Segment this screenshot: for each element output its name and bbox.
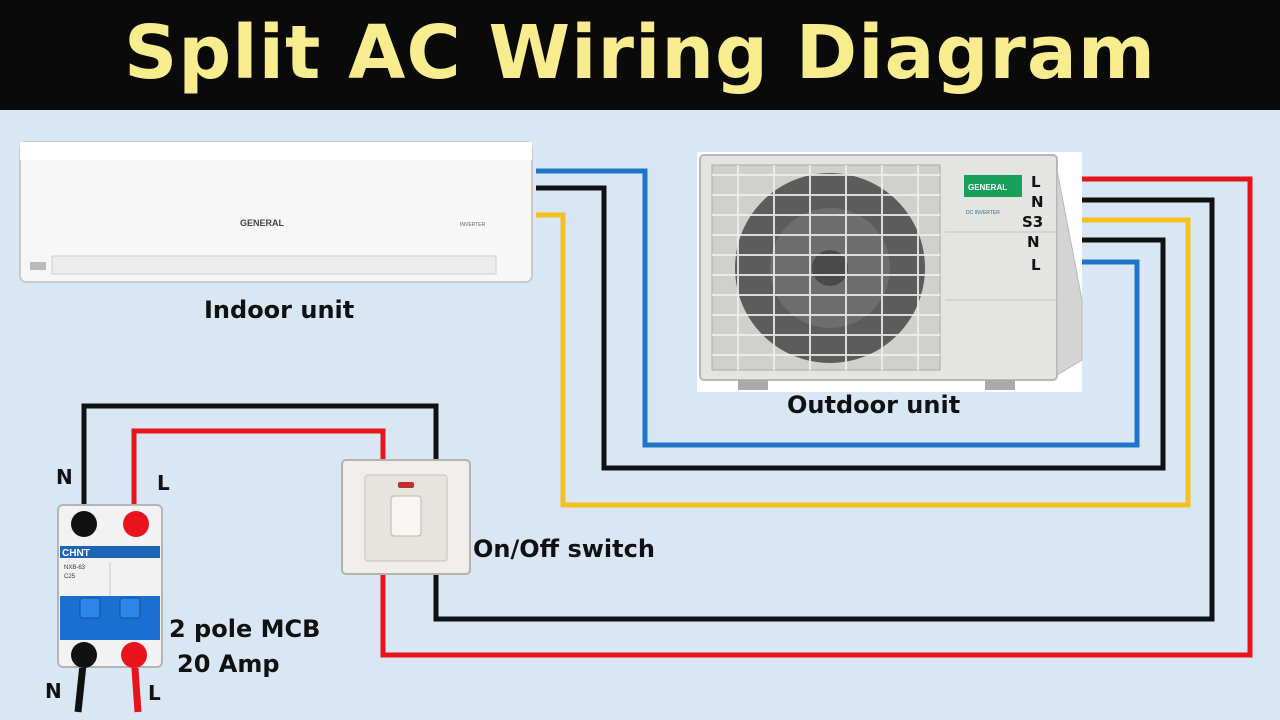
mcb-rating: C25 [64,574,76,580]
mcb-model: NXB-63 [64,565,86,571]
outdoor-terminal-4: N [1027,233,1040,251]
outdoor-terminal-1: L [1031,173,1041,191]
wire-red-supply-out [380,176,1253,658]
on-off-switch [341,459,471,575]
outdoor-brand: GENERAL [968,183,1007,192]
wire-black-supply [81,403,439,525]
outdoor-unit: GENERAL DC INVERTER [697,152,1083,392]
wire-blue [536,168,1140,448]
mcb-bottom-terminal-l: L [148,681,161,705]
mcb-label-line1: 2 pole MCB [169,615,320,643]
mcb-top-terminal-n: N [56,465,73,489]
mcb-bottom-terminal-n: N [45,679,62,703]
indoor-brand: GENERAL [240,218,285,228]
outdoor-terminal-2: N [1031,193,1044,211]
outdoor-model-tag: DC INVERTER [966,210,1000,216]
mcb-top-terminal-l: L [157,471,170,495]
outdoor-unit-label: Outdoor unit [787,391,960,419]
outdoor-terminal-5: L [1031,256,1041,274]
switch-label: On/Off switch [473,535,655,563]
indoor-unit-label: Indoor unit [204,296,354,324]
indoor-model-tag: INVERTER [460,222,486,228]
wire-yellow [536,212,1191,508]
wire-black-indoor [536,185,1166,471]
title-bar [0,0,1280,110]
wire-black-supply-out [433,197,1215,622]
mcb-label-line2: 20 Amp [177,650,280,678]
outdoor-terminal-3: S3 [1022,213,1043,231]
page-title: Split AC Wiring Diagram [124,10,1156,96]
mcb-brand: CHNT [62,548,90,559]
indoor-unit: GENERAL INVERTER [19,141,533,283]
mcb-breaker: CHNT NXB-63 C25 [57,504,163,668]
wire-red-supply [131,428,386,525]
